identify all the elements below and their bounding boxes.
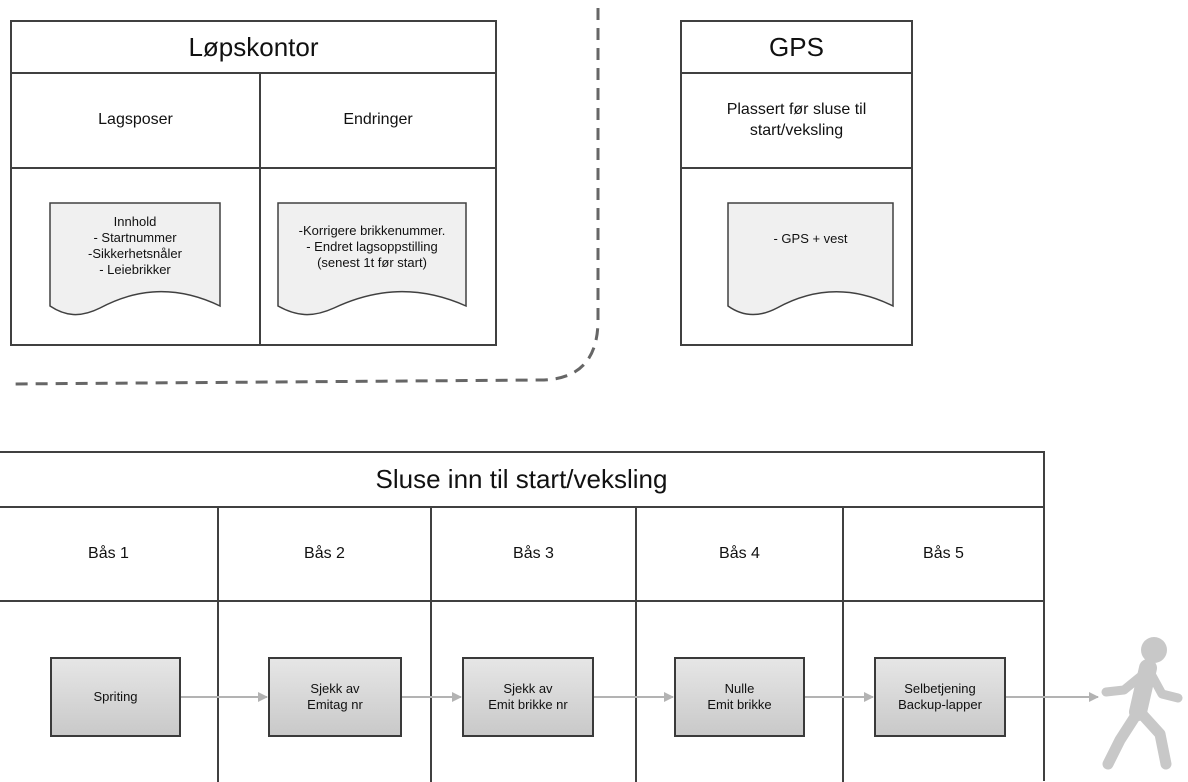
gps-note-line: - GPS + vest xyxy=(773,231,848,246)
lagsposer-note-line: - Startnummer xyxy=(93,230,177,245)
bas-4-label: Bås 4 xyxy=(637,508,844,602)
lagsposer-header: Lagsposer xyxy=(12,74,261,169)
gps-panel: GPS Plassert før sluse til start/vekslin… xyxy=(680,20,913,346)
endringer-note-line: (senest 1t før start) xyxy=(317,255,427,270)
step-sjekk-emit-brikke: Sjekk av Emit brikke nr xyxy=(462,657,594,737)
lagsposer-note-line: Innhold xyxy=(113,214,157,229)
lopskontor-title: Løpskontor xyxy=(12,22,495,74)
lagsposer-document-shape xyxy=(49,202,221,316)
gps-document-shape xyxy=(727,202,894,316)
endringer-note: -Korrigere brikkenummer. - Endret lagsop… xyxy=(278,223,466,283)
sluse-title: Sluse inn til start/veksling xyxy=(0,453,1043,508)
step-spriting: Spriting xyxy=(50,657,181,737)
bas-3-label: Bås 3 xyxy=(432,508,637,602)
step-3-line: Sjekk av xyxy=(503,681,553,696)
gps-note: - GPS + vest xyxy=(728,231,893,261)
gps-title: GPS xyxy=(682,22,911,74)
endringer-document-shape xyxy=(277,202,467,316)
step-5-line: Selbetjening xyxy=(904,681,976,696)
dashed-area-boundary xyxy=(7,8,600,386)
step-selbetjening: Selbetjening Backup-lapper xyxy=(874,657,1006,737)
bas-5-label: Bås 5 xyxy=(844,508,1043,602)
step-2-line: Sjekk av xyxy=(310,681,360,696)
endringer-note-line: -Korrigere brikkenummer. xyxy=(298,223,446,238)
walking-person-icon xyxy=(1101,637,1183,770)
sluse-panel: Sluse inn til start/veksling Bås 1 Bås 2… xyxy=(0,451,1045,782)
endringer-note-line: - Endret lagsoppstilling xyxy=(306,239,438,254)
bas-1-label: Bås 1 xyxy=(0,508,219,602)
lagsposer-note-line: - Leiebrikker xyxy=(99,262,171,277)
step-4-line: Emit brikke xyxy=(707,697,772,712)
step-3-line: Emit brikke nr xyxy=(488,697,568,712)
gps-header-line: start/veksling xyxy=(749,121,844,139)
gps-header-line: Plassert før sluse til xyxy=(726,100,867,118)
bas-2-label: Bås 2 xyxy=(219,508,432,602)
step-5-line: Backup-lapper xyxy=(898,697,982,712)
step-1-line: Spriting xyxy=(93,689,138,704)
step-nulle-emit-brikke: Nulle Emit brikke xyxy=(674,657,805,737)
endringer-header: Endringer xyxy=(261,74,495,169)
lagsposer-note: Innhold - Startnummer -Sikkerhetsnåler -… xyxy=(50,214,220,284)
step-4-line: Nulle xyxy=(724,681,755,696)
step-2-line: Emitag nr xyxy=(307,697,363,712)
lagsposer-note-line: -Sikkerhetsnåler xyxy=(88,246,182,261)
gps-header: Plassert før sluse til start/veksling xyxy=(682,74,911,169)
step-sjekk-emitag: Sjekk av Emitag nr xyxy=(268,657,402,737)
